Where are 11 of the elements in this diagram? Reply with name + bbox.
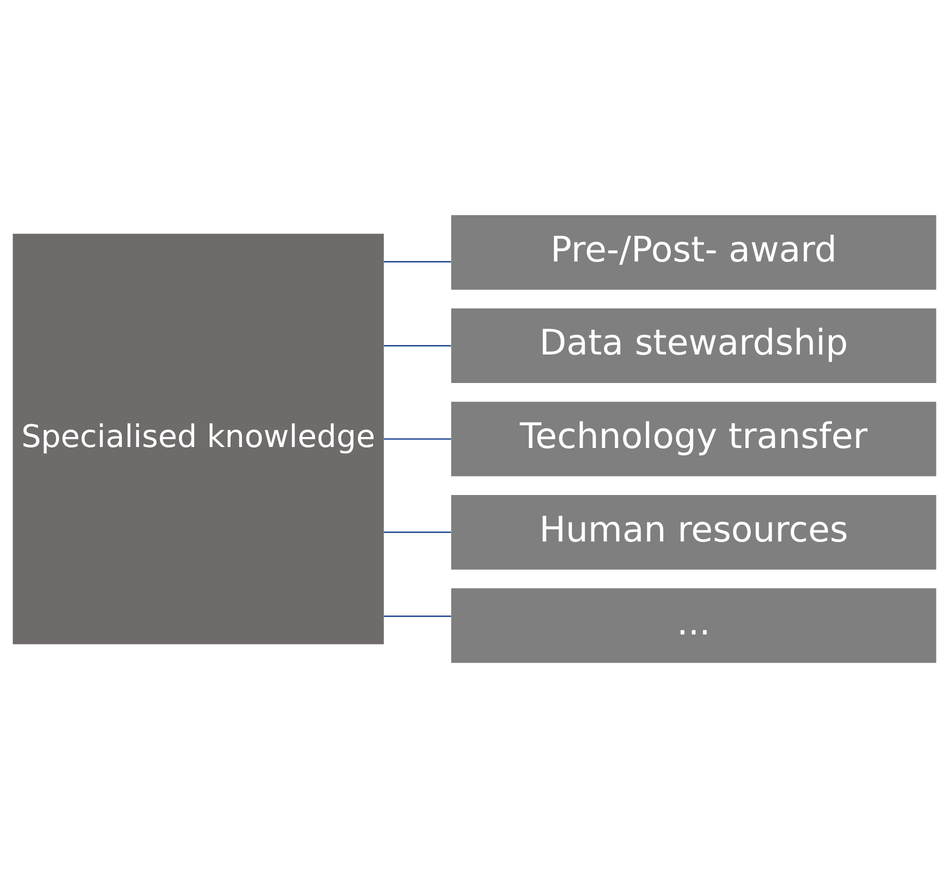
node-box: Pre-/Post- award	[451, 215, 936, 290]
connector	[384, 532, 452, 534]
node-box: ...	[451, 588, 936, 663]
connector	[384, 344, 452, 346]
node-box: Technology transfer	[451, 402, 936, 476]
connector	[384, 261, 452, 263]
connector	[384, 438, 452, 440]
node-box: Human resources	[451, 494, 936, 570]
node-box: Data stewardship	[451, 308, 936, 384]
node-box: Specialised knowledge	[12, 234, 384, 644]
connector	[384, 615, 452, 617]
